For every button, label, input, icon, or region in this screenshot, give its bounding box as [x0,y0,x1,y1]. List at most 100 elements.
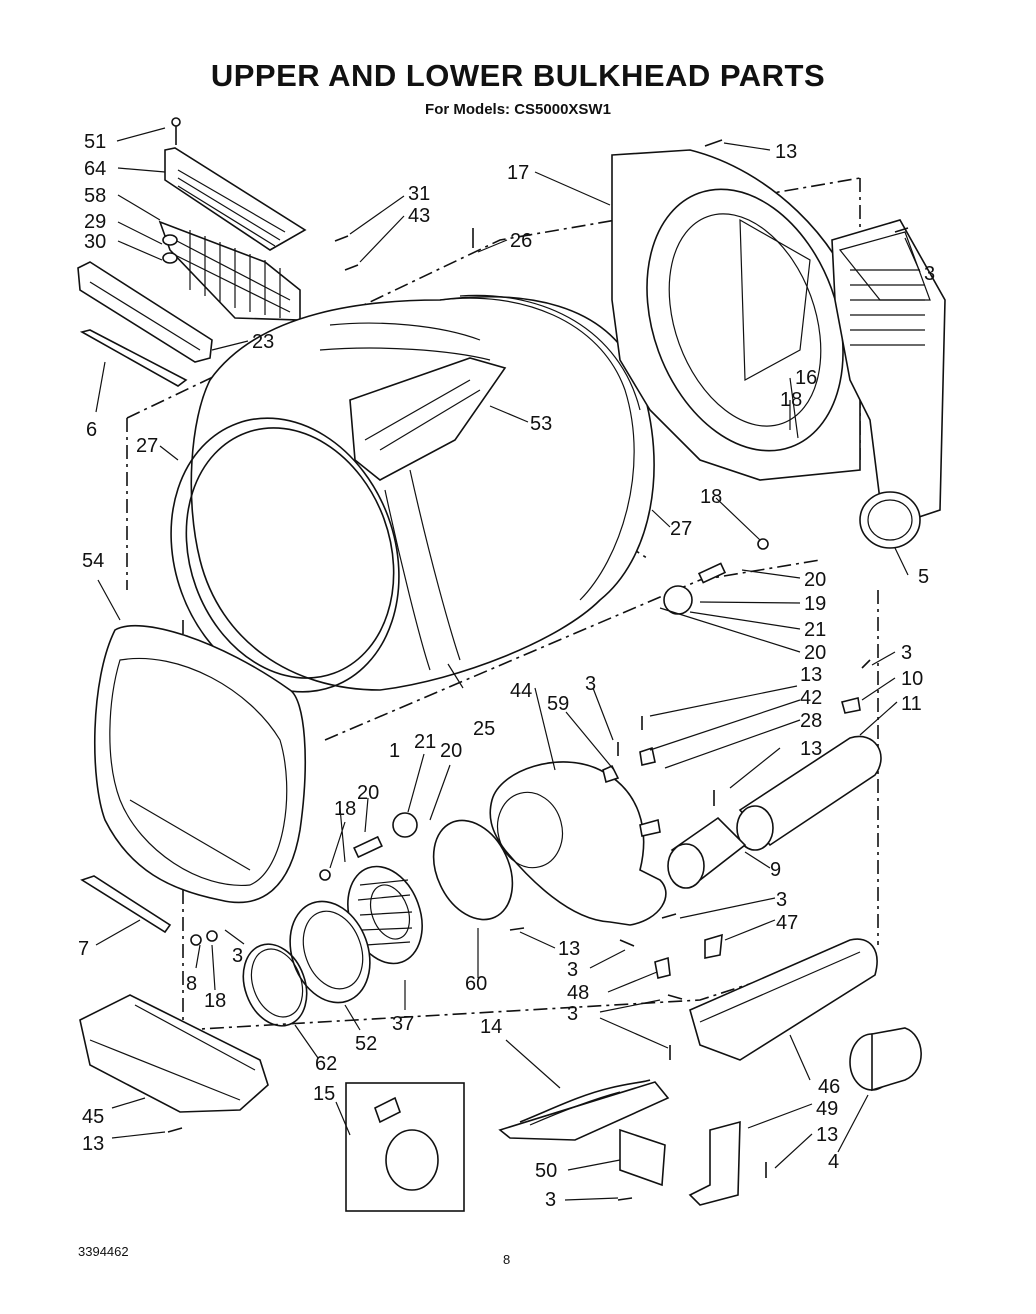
clip-48 [654,956,671,979]
bracket-50 [619,1128,666,1187]
callout-3-lower-left: 3 [232,945,243,967]
callout-9: 9 [770,859,781,881]
callout-37: 37 [392,1013,414,1035]
nut-8 [190,934,202,946]
page-subtitle: For Models: CS5000XSW1 [425,101,611,118]
callout-5: 5 [918,566,929,588]
callout-51: 51 [84,131,106,153]
callout-52: 52 [355,1033,377,1055]
callout-labels: 51 64 58 29 30 31 43 26 17 13 3 23 6 53 … [78,131,935,1211]
document-number: 3394462 [78,1244,129,1259]
clip-10 [841,697,861,714]
callout-26: 26 [510,230,532,252]
callout-13-blower: 13 [558,938,580,960]
callout-3-top: 3 [924,263,935,285]
drum-25 [190,294,655,691]
exhaust-connector-9 [667,816,747,889]
callout-62: 62 [315,1053,337,1075]
clip-47 [704,933,723,959]
callout-20-b: 20 [804,642,826,664]
callout-30: 30 [84,231,106,253]
callout-3-conn: 3 [776,889,787,911]
axle-1 [353,835,383,859]
callout-13-pipe: 13 [800,738,822,760]
callout-25: 25 [473,718,495,740]
roller-21 [392,812,418,838]
callout-18-front: 18 [334,798,356,820]
callout-64: 64 [84,158,106,180]
callout-14: 14 [480,1016,502,1038]
callout-7: 7 [78,938,89,960]
heater-housing [831,219,946,549]
callout-8: 8 [186,973,197,995]
ring-62 [242,943,308,1027]
blower-housing-44 [489,761,667,926]
assembly-outline-drum [324,559,821,741]
callout-10: 10 [901,668,923,690]
screws [167,139,909,1201]
bracket-49 [688,1120,741,1206]
nut-29 [162,234,178,246]
callout-50: 50 [535,1160,557,1182]
callout-28: 28 [800,710,822,732]
callout-13-bracket: 13 [816,1124,838,1146]
clip-28 [639,818,661,837]
callout-44: 44 [510,680,532,702]
callout-21-rear: 21 [804,619,826,641]
lint-filter-bracket [77,261,213,387]
callout-23: 23 [252,331,274,353]
screw-51 [171,117,181,127]
callout-21-front: 21 [414,731,436,753]
page-title: UPPER AND LOWER BULKHEAD PARTS [210,58,826,93]
rear-bulkhead-17 [611,149,861,481]
callout-20-a: 20 [804,569,826,591]
clip-59 [602,764,620,784]
lint-screen-grille [158,147,307,321]
callout-42: 42 [800,687,822,709]
callout-31: 31 [408,183,430,205]
washer-18-lower [206,930,218,942]
exhaust-pipe-11 [736,735,882,851]
callout-17: 17 [507,162,529,184]
callout-27-right: 27 [670,518,692,540]
assembly-outline-bottom [182,944,871,1031]
callout-46: 46 [818,1076,840,1098]
nut-30 [162,252,178,264]
callout-20-front-b: 20 [357,782,379,804]
callout-1: 1 [389,740,400,762]
callout-58: 58 [84,185,106,207]
kit-box-15 [345,1082,465,1212]
callout-53: 53 [530,413,552,435]
washer-18 [319,869,331,881]
callout-43: 43 [408,205,430,227]
base-duct-46 [689,938,878,1061]
callout-48: 48 [567,982,589,1004]
front-bulkhead-54 [94,624,306,904]
exhaust-adapter-4 [849,1027,922,1092]
callout-18-rear: 18 [700,486,722,508]
callout-4: 4 [828,1151,839,1173]
heater-element-14 [498,1079,670,1141]
callout-6: 6 [86,419,97,441]
callout-60: 60 [465,973,487,995]
clip-42 [639,746,656,766]
callout-45: 45 [82,1106,104,1128]
seal-strip-7 [80,875,172,934]
callout-3-right: 3 [901,642,912,664]
callout-15: 15 [313,1083,335,1105]
callout-13-bottom: 13 [82,1133,104,1155]
callout-3-bottom: 3 [545,1189,556,1211]
seal-60 [432,819,514,921]
callout-3-duct: 3 [567,1003,578,1025]
callout-13-top: 13 [775,141,797,163]
callout-13-mid: 13 [800,664,822,686]
callout-18-lower: 18 [204,990,226,1012]
washer-18-rear [757,538,769,550]
callout-19: 19 [804,593,826,615]
callout-54: 54 [82,550,104,572]
callout-59: 59 [547,693,569,715]
callout-3-blower: 3 [567,959,578,981]
callout-27-left: 27 [136,435,158,457]
callout-16: 16 [795,367,817,389]
